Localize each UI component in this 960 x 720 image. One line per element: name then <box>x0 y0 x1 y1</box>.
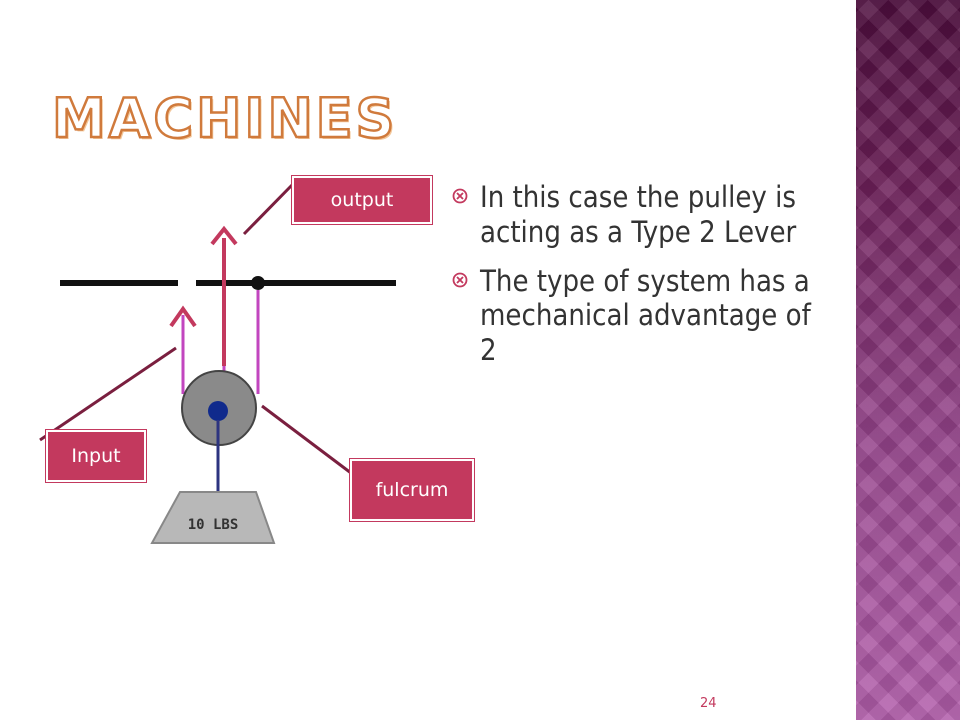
input-arrow <box>169 305 197 328</box>
output-arrow <box>210 225 238 246</box>
input-callout-line <box>39 346 177 442</box>
circle-x-bullet-icon <box>452 272 468 287</box>
bullet-item: In this case the pulley is acting as a T… <box>452 180 812 250</box>
slide-title: MACHINES <box>51 87 398 150</box>
output-callout-line <box>242 181 296 236</box>
weight-block <box>150 491 276 544</box>
input-label: Input <box>46 430 146 482</box>
anchor-point <box>251 276 265 290</box>
fulcrum-callout-line <box>261 404 352 475</box>
pulley-axle <box>208 401 228 421</box>
bullet-item: The type of system has a mechanical adva… <box>452 264 812 368</box>
weight-label: 10 LBS <box>188 517 239 533</box>
decorative-sidebar <box>856 0 960 720</box>
bullet-text: The type of system has a mechanical adva… <box>480 263 811 368</box>
bullet-list: In this case the pulley is acting as a T… <box>452 180 812 382</box>
page-number: 24 <box>700 696 717 711</box>
fulcrum-label: fulcrum <box>350 459 474 521</box>
output-label: output <box>292 176 432 224</box>
bullet-text: In this case the pulley is acting as a T… <box>480 180 797 249</box>
circle-x-bullet-icon <box>452 188 468 204</box>
ceiling-gap <box>178 279 196 287</box>
